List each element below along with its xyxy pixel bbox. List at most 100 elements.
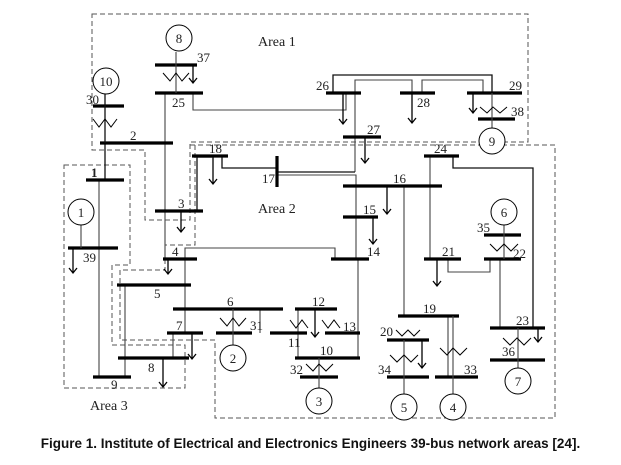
area-1-boundary: [91, 13, 529, 221]
bus-label-26: 26: [316, 78, 330, 93]
bus-label-33: 33: [464, 362, 477, 377]
svg-text:8: 8: [176, 31, 183, 46]
bus-label-14: 14: [367, 244, 381, 259]
generator-8: 8: [165, 24, 193, 52]
load-arrow-icon: [360, 137, 370, 165]
load-arrow-icon: [417, 340, 427, 370]
generator-4: 4: [439, 393, 467, 421]
generator-5: 5: [390, 393, 418, 421]
generator-9: 9: [478, 127, 506, 155]
generator-10: 10: [92, 67, 120, 95]
generator-3: 3: [305, 387, 333, 415]
bus-label-3: 3: [178, 196, 185, 211]
bus-label-21: 21: [442, 244, 455, 259]
bus-label-11: 11: [288, 335, 301, 350]
line-21-22: [447, 258, 491, 273]
generators: 1 2 3 4 5 6 7 8 9 10: [67, 24, 532, 421]
transformer-20-34-icon: [389, 354, 419, 363]
bus-label-13: 13: [343, 319, 356, 334]
figure-caption: Figure 1. Institute of Electrical and El…: [40, 436, 581, 451]
svg-text:6: 6: [501, 205, 508, 220]
line-18-17: [221, 157, 277, 169]
line-4-14: [184, 247, 336, 258]
bus-label-30: 30: [86, 92, 99, 107]
bus-label-36: 36: [502, 344, 516, 359]
bus-label-20: 20: [380, 324, 393, 339]
generator-1: 1: [67, 198, 95, 226]
transformer-19-20-icon: [395, 329, 421, 337]
load-arrow-icon: [338, 93, 348, 126]
load-arrow-icon: [310, 309, 320, 339]
bus-label-38: 38: [511, 104, 524, 119]
line-17-16: [277, 174, 357, 186]
bus-label-7: 7: [176, 318, 183, 333]
line-3-18: [196, 156, 212, 210]
bus-label-4: 4: [172, 244, 179, 259]
load-arrow-icon: [407, 93, 417, 125]
bus-label-17: 17: [262, 171, 276, 186]
load-arrow-icon: [188, 65, 198, 85]
transformer-35-22-icon: [489, 243, 519, 252]
bus-label-34: 34: [378, 362, 392, 377]
svg-text:9: 9: [489, 134, 496, 149]
svg-text:5: 5: [401, 400, 408, 415]
load-arrow-icon: [68, 248, 78, 275]
svg-text:3: 3: [316, 394, 323, 409]
bus-label-12: 12: [312, 294, 325, 309]
area-1-label: Area 1: [258, 35, 296, 50]
bus-label-2: 2: [130, 128, 137, 143]
svg-text:2: 2: [230, 351, 237, 366]
transformer-19-33-icon: [439, 347, 468, 356]
bus-label-6: 6: [227, 294, 234, 309]
bus-label-31: 31: [250, 318, 263, 333]
transformer-10-32-icon: [305, 363, 334, 372]
load-arrow-icon: [163, 259, 173, 276]
bus-label-22: 22: [513, 246, 526, 261]
svg-text:10: 10: [100, 74, 113, 89]
bus-label-37: 37: [197, 50, 211, 65]
load-arrow-icon: [208, 156, 218, 186]
load-arrow-icon: [187, 333, 197, 361]
transformer-23-36-icon: [502, 337, 532, 346]
load-arrow-icon: [533, 328, 543, 344]
load-arrows: [68, 65, 543, 389]
transformer-29-38-icon: [479, 106, 508, 114]
transformer-30-2-icon: [92, 118, 118, 128]
bus-label-1: 1: [91, 165, 98, 180]
load-arrow-icon: [432, 259, 442, 288]
load-arrow-icon: [368, 217, 378, 246]
bus-label-39: 39: [83, 250, 96, 265]
bus-label-9: 9: [111, 377, 118, 392]
load-arrow-icon: [382, 186, 392, 216]
bus-label-35: 35: [477, 220, 490, 235]
bus-label-15: 15: [363, 202, 376, 217]
bus-label-23: 23: [516, 313, 529, 328]
load-arrow-icon: [176, 211, 186, 234]
svg-text:4: 4: [450, 400, 457, 415]
bus-label-5: 5: [154, 286, 161, 301]
bus-labels: 1 2 3 4 5 6 7 8 9 10 11 12 13 14 15 16 1…: [83, 50, 529, 392]
area-2-boundary: [119, 144, 556, 419]
generator-2: 2: [219, 344, 247, 372]
load-arrow-icon: [158, 358, 168, 389]
line-24-23: [452, 157, 534, 328]
bus-label-24: 24: [434, 141, 448, 156]
bus-bars: [68, 63, 545, 379]
bus-label-16: 16: [393, 171, 407, 186]
bus-label-28: 28: [417, 95, 430, 110]
generator-7: 7: [504, 367, 532, 395]
bus-label-8: 8: [148, 360, 155, 375]
line-26-29: [332, 74, 493, 93]
transformer-6-31-icon: [219, 317, 247, 327]
svg-text:7: 7: [515, 374, 522, 389]
svg-text:1: 1: [78, 205, 85, 220]
bus-label-10: 10: [320, 343, 333, 358]
transmission-lines: [98, 74, 534, 377]
load-arrow-icon: [468, 93, 478, 115]
transformer-12-13-icon: [321, 319, 341, 329]
transformer-37-25-icon: [162, 72, 190, 82]
bus-label-29: 29: [509, 78, 522, 93]
transformer-symbols: [92, 72, 532, 372]
area-2-label: Area 2: [258, 202, 296, 217]
